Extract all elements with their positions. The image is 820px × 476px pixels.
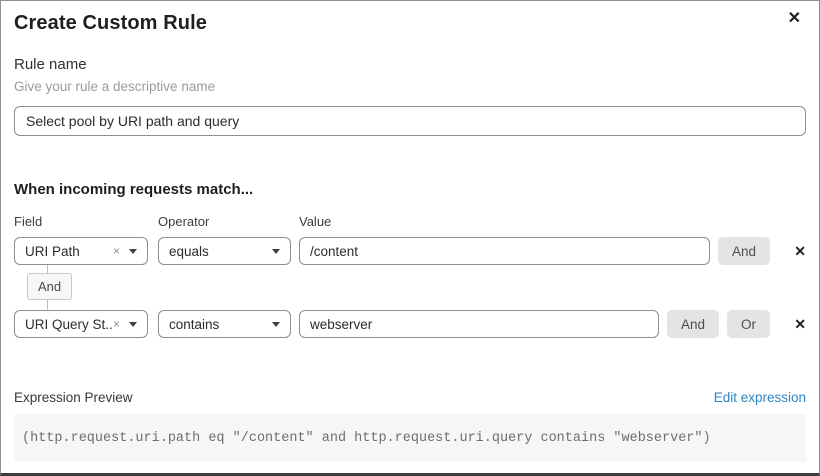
connector-and-badge: And: [27, 273, 73, 300]
operator-select-row2[interactable]: contains: [158, 310, 291, 338]
field-select-row1-value: URI Path: [25, 243, 80, 259]
and-button-row1[interactable]: And: [717, 237, 770, 265]
rule-name-hint: Give your rule a descriptive name: [14, 79, 216, 94]
delete-row-icon[interactable]: ✕: [794, 315, 806, 332]
expression-code-block: (http.request.uri.path eq "/content" and…: [14, 414, 806, 462]
column-labels: Field Operator Value: [14, 214, 806, 229]
expression-text: (http.request.uri.path eq "/content" and…: [22, 430, 711, 446]
chevron-down-icon: [129, 321, 137, 327]
value-input-row1[interactable]: [299, 237, 710, 265]
edit-expression-link[interactable]: Edit expression: [713, 390, 806, 405]
rule-name-label: Rule name: [14, 56, 87, 73]
and-button-row2[interactable]: And: [666, 310, 719, 338]
field-select-row2[interactable]: URI Query St... ×: [14, 310, 148, 338]
match-row-1: URI Path × equals And ✕: [14, 237, 806, 265]
expression-preview-label: Expression Preview: [14, 390, 133, 405]
rule-name-input[interactable]: [14, 106, 806, 136]
field-select-row1[interactable]: URI Path ×: [14, 237, 148, 265]
clear-field-icon[interactable]: ×: [112, 317, 120, 331]
delete-row-icon[interactable]: ✕: [794, 242, 806, 259]
match-row-2: URI Query St... × contains And Or ✕: [14, 310, 806, 338]
field-column-label: Field: [14, 214, 43, 229]
dialog-title: Create Custom Rule: [14, 12, 207, 34]
value-input-row2[interactable]: [299, 310, 659, 338]
or-button-row2[interactable]: Or: [727, 310, 770, 338]
match-section-heading: When incoming requests match...: [14, 181, 254, 198]
operator-select-row1-value: equals: [169, 243, 209, 259]
field-select-row2-value: URI Query St...: [25, 316, 113, 332]
row-connector: And: [14, 265, 73, 310]
connector-line-bottom: [47, 300, 48, 310]
connector-line-top: [47, 265, 48, 273]
operator-select-row1[interactable]: equals: [158, 237, 291, 265]
operator-column-label: Operator: [158, 214, 210, 229]
chevron-down-icon: [129, 248, 137, 254]
operator-select-row2-value: contains: [169, 316, 220, 332]
chevron-down-icon: [272, 321, 280, 327]
chevron-down-icon: [272, 248, 280, 254]
expression-preview-header: Expression Preview Edit expression: [14, 390, 806, 405]
value-column-label: Value: [299, 214, 332, 229]
close-icon[interactable]: ✕: [787, 10, 801, 27]
clear-field-icon[interactable]: ×: [112, 244, 120, 258]
